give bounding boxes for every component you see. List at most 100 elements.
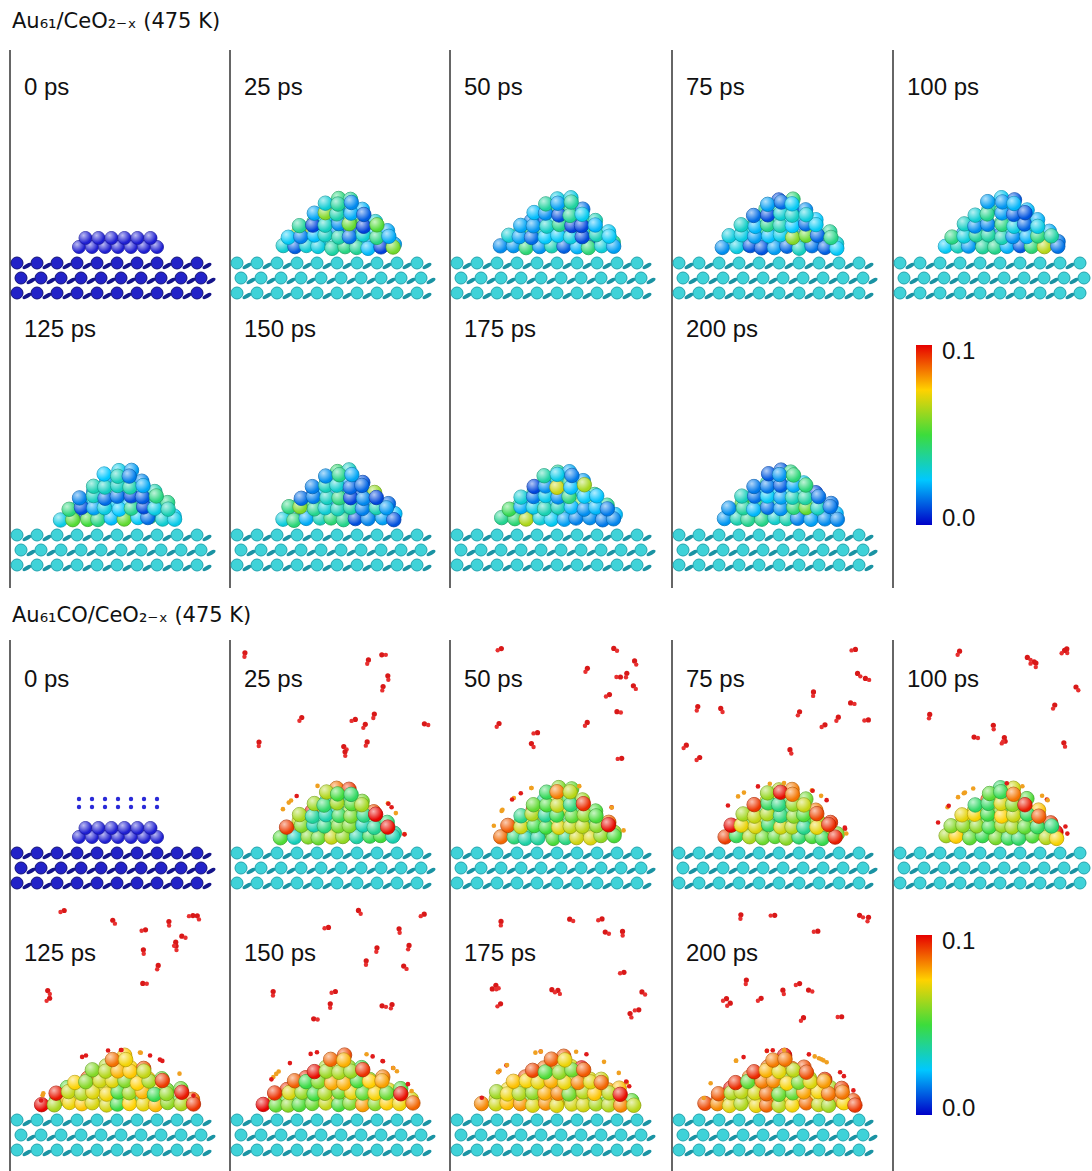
ce-atom <box>231 559 243 571</box>
au-atom <box>1031 219 1045 233</box>
o-atom <box>426 549 437 557</box>
ce-atom <box>531 559 543 571</box>
ce-atom <box>11 1114 23 1126</box>
ce-atom <box>1018 862 1030 874</box>
ce-atom <box>415 1129 427 1141</box>
ce-atom <box>491 877 503 889</box>
ce-atom <box>415 544 427 556</box>
ce-atom <box>697 272 709 284</box>
ce-atom <box>91 1144 103 1156</box>
ce-atom <box>894 847 906 859</box>
ce-atom <box>311 877 323 889</box>
au-atom <box>577 478 591 492</box>
ce-atom <box>51 877 63 889</box>
ce-atom <box>813 559 825 571</box>
au-atom-shine <box>72 491 86 505</box>
ce-atom <box>1074 877 1086 889</box>
au-atom-shine <box>785 197 799 211</box>
ce-atom <box>1014 877 1026 889</box>
ce-atom <box>111 559 123 571</box>
ce-atom <box>793 847 805 859</box>
o-atom <box>642 292 653 300</box>
ce-atom <box>733 257 745 269</box>
ce-atom <box>455 862 467 874</box>
au-atom <box>344 195 358 209</box>
ce-atom <box>857 272 869 284</box>
o-atom <box>646 1134 657 1142</box>
ce-atom <box>331 529 343 541</box>
ce-atom <box>455 544 467 556</box>
ce-atom <box>331 877 343 889</box>
au-atom-shine <box>131 232 144 245</box>
ce-atom <box>15 862 27 874</box>
ce-atom <box>471 287 483 299</box>
ce-atom <box>773 847 785 859</box>
ce-atom <box>235 862 247 874</box>
ce-atom <box>757 862 769 874</box>
au-atom <box>342 230 356 244</box>
ce-atom <box>753 257 765 269</box>
o-atom <box>206 549 217 557</box>
ce-atom <box>515 544 527 556</box>
ce-atom <box>773 1144 785 1156</box>
ce-atom <box>511 1144 523 1156</box>
ce-atom <box>395 544 407 556</box>
ce-atom <box>693 257 705 269</box>
ce-atom <box>491 257 503 269</box>
ce-atom <box>511 877 523 889</box>
au-atom-shine <box>602 229 616 243</box>
ce-atom <box>853 1114 865 1126</box>
o-atom <box>422 564 433 572</box>
ce-atom <box>35 1129 47 1141</box>
ce-atom <box>391 1114 403 1126</box>
au-atom-shine <box>540 219 554 233</box>
o-atom <box>206 277 217 285</box>
ce-atom <box>495 544 507 556</box>
ce-atom <box>371 257 383 269</box>
ce-atom <box>934 877 946 889</box>
au-atom-shine <box>370 218 384 232</box>
ce-atom <box>251 1144 263 1156</box>
ce-atom <box>837 862 849 874</box>
ce-atom <box>575 1129 587 1141</box>
ce-atom <box>15 544 27 556</box>
ce-atom <box>471 559 483 571</box>
ce-atom <box>994 257 1006 269</box>
ce-atom <box>713 1144 725 1156</box>
ce-atom <box>291 287 303 299</box>
ce-atom <box>151 847 163 859</box>
ce-atom <box>813 1114 825 1126</box>
ce-atom <box>531 529 543 541</box>
au-atom <box>131 232 144 245</box>
ce-atom <box>793 559 805 571</box>
ce-atom <box>331 1144 343 1156</box>
ce-atom <box>311 529 323 541</box>
ce-atom <box>11 877 23 889</box>
ce-atom <box>837 544 849 556</box>
ce-atom <box>351 1144 363 1156</box>
ce-atom <box>131 1114 143 1126</box>
au-atom-shine <box>550 480 564 494</box>
ce-atom <box>411 877 423 889</box>
ce-atom <box>451 257 463 269</box>
au-atom <box>575 207 589 221</box>
ce-atom <box>395 272 407 284</box>
ce-atom <box>1054 257 1066 269</box>
ce-atom <box>55 272 67 284</box>
ce-atom <box>335 1129 347 1141</box>
au-atom <box>79 232 92 245</box>
ce-atom <box>511 529 523 541</box>
ce-atom <box>737 1129 749 1141</box>
au-atom <box>734 218 748 232</box>
ce-atom <box>974 877 986 889</box>
panel-separator <box>9 305 11 588</box>
o-atom <box>646 549 657 557</box>
ce-atom <box>75 1129 87 1141</box>
au-atom <box>746 208 760 222</box>
o-atom <box>422 1119 433 1127</box>
ce-atom <box>1018 272 1030 284</box>
ce-atom <box>451 559 463 571</box>
au-atom-shine <box>105 232 118 245</box>
o-atom <box>646 867 657 875</box>
ce-atom <box>115 862 127 874</box>
